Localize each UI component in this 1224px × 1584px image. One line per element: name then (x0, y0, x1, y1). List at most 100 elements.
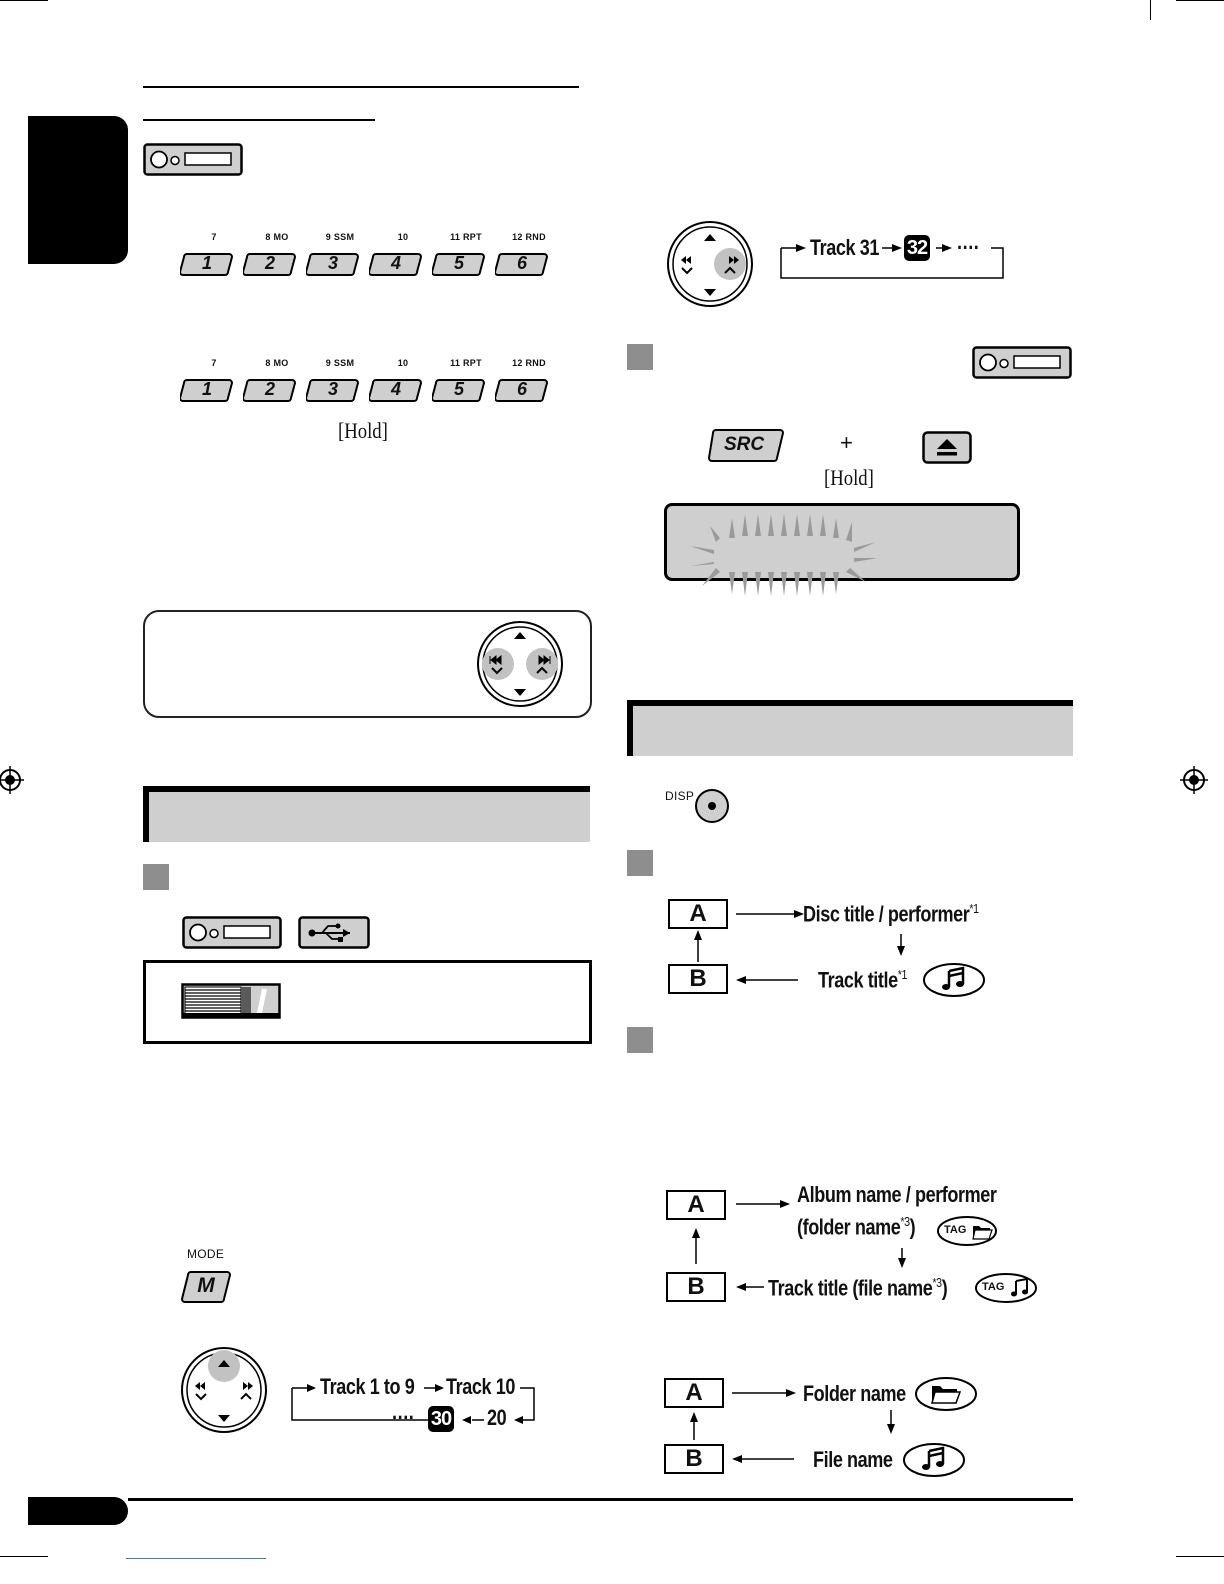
cycle-box-a: A (668, 899, 728, 929)
music-note-icon (923, 963, 985, 997)
flashing-display-icon (690, 514, 878, 596)
track-flow-right-dots: ···· (957, 235, 980, 260)
cycle-box-b: B (666, 1272, 726, 1302)
lcd-display (664, 503, 1020, 581)
preset-sublabel: 12 RND (512, 358, 546, 368)
mode-button-label: M (197, 1274, 215, 1297)
crop-mark (1176, 1556, 1224, 1557)
crop-mark (126, 1558, 266, 1559)
tag-cycle-arrows (692, 1200, 906, 1291)
mode-caption: MODE (187, 1247, 225, 1261)
preset-sublabel: 10 (397, 232, 409, 242)
cd-cycle-bottom: Track title*1 (818, 967, 907, 993)
mode-button[interactable]: M (181, 1270, 231, 1303)
tag-cycle-top-close: ) (909, 1214, 916, 1240)
preset-button-5[interactable]: 5 (432, 378, 486, 402)
track-flow-dots: ···· (392, 1405, 415, 1430)
cd-source-icon (143, 143, 243, 176)
preset-button-1[interactable]: 1 (180, 252, 234, 276)
preset-button-5[interactable]: 5 (432, 252, 486, 276)
preset-button-4[interactable]: 4 (369, 378, 423, 402)
control-dial-next-icon[interactable] (666, 220, 754, 308)
preset-button-2[interactable]: 2 (243, 252, 297, 276)
page-number-tab (28, 1497, 128, 1525)
footnote-marker: *1 (897, 967, 908, 982)
preset-sublabel: 10 (397, 358, 409, 368)
music-note-icon (903, 1443, 965, 1477)
language-tab (28, 116, 128, 264)
tag-cycle-bottom-text: Track title (file name (768, 1275, 933, 1301)
folder-icon (915, 1377, 977, 1411)
cd-cycle-top-text: Disc title / performer (803, 901, 970, 927)
step-marker (143, 864, 169, 890)
track-flow-right-arrows (780, 244, 1004, 279)
cd-cycle-arrows (694, 910, 905, 984)
preset-sublabel: 8 MO (265, 358, 289, 368)
footnote-marker: *3 (932, 1275, 942, 1290)
preset-button-label: 2 (264, 379, 275, 399)
preset-button-4[interactable]: 4 (369, 252, 423, 276)
preset-button-6[interactable]: 6 (495, 252, 549, 276)
preset-sublabel: 8 MO (265, 232, 289, 242)
usb-source-icon (298, 916, 370, 949)
step-marker (627, 850, 653, 876)
step-marker (627, 1027, 653, 1053)
preset-sublabel: 9 SSM (325, 232, 355, 242)
preset-button-2[interactable]: 2 (243, 378, 297, 402)
tag-cycle-bottom: Track title (file name*3) (768, 1275, 948, 1301)
preset-button-label: 1 (201, 253, 212, 273)
crop-mark (0, 1556, 48, 1557)
notag-cycle-top: Folder name (803, 1381, 906, 1406)
preset-sublabel: 11 RPT (450, 358, 482, 368)
tag-file-badge: TAG (974, 1272, 1038, 1304)
registration-mark-icon (0, 766, 24, 794)
section-header-left (143, 786, 590, 842)
preset-button-6[interactable]: 6 (495, 378, 549, 402)
cd-source-icon (972, 346, 1072, 379)
crop-mark (1150, 0, 1151, 20)
preset-button-1[interactable]: 1 (180, 378, 234, 402)
section-header-right (627, 700, 1073, 756)
disp-caption: DISP (665, 789, 695, 803)
preset-button-3[interactable]: 3 (306, 252, 360, 276)
track-flow-mid: Track 10 (446, 1374, 515, 1399)
preset-button-label: 5 (453, 379, 464, 399)
tag-cycle-top-line1: Album name / performer (797, 1182, 997, 1207)
title-rule (143, 86, 579, 88)
preset-button-label: 3 (327, 379, 338, 399)
control-dial-up-icon[interactable] (180, 1346, 268, 1434)
tag-cycle-top-line2: (folder name*3) (797, 1214, 916, 1240)
cycle-box-a: A (666, 1190, 726, 1220)
tag-cycle-bottom-close: ) (941, 1275, 948, 1301)
footnote-marker: *1 (969, 901, 979, 916)
track-flow-end: 20 (487, 1405, 507, 1430)
crop-mark (0, 0, 48, 1)
detached-panel-icon (181, 983, 281, 1019)
crop-mark (1176, 0, 1224, 1)
cycle-box-b: B (668, 964, 728, 994)
tag-folder-badge: TAG (936, 1215, 998, 1247)
step-marker (627, 344, 653, 370)
src-button-label: SRC (723, 434, 765, 455)
src-button[interactable]: SRC (708, 428, 784, 462)
tag-cycle-top-line2-text: (folder name (797, 1214, 901, 1240)
registration-mark-icon (1180, 766, 1208, 794)
control-dial-skip-icon[interactable] (476, 620, 564, 708)
track-flow-right-highlight: 32 (904, 235, 930, 261)
plus-sign: + (840, 430, 853, 455)
eject-button-icon[interactable] (922, 431, 972, 464)
preset-button-label: 2 (264, 253, 275, 273)
disp-button-icon[interactable] (694, 788, 730, 824)
cd-cycle-bottom-text: Track title (818, 967, 898, 993)
preset-button-label: 6 (516, 253, 527, 273)
cycle-box-a: A (664, 1378, 724, 1408)
preset-button-label: 5 (453, 253, 464, 273)
notag-cycle-arrows (690, 1389, 895, 1463)
preset-button-3[interactable]: 3 (306, 378, 360, 402)
folder-icon-tag: TAG (944, 1224, 967, 1236)
preset-button-label: 3 (327, 253, 338, 273)
track-flow-right-start: Track 31 (810, 235, 879, 260)
cd-source-icon (182, 916, 282, 949)
